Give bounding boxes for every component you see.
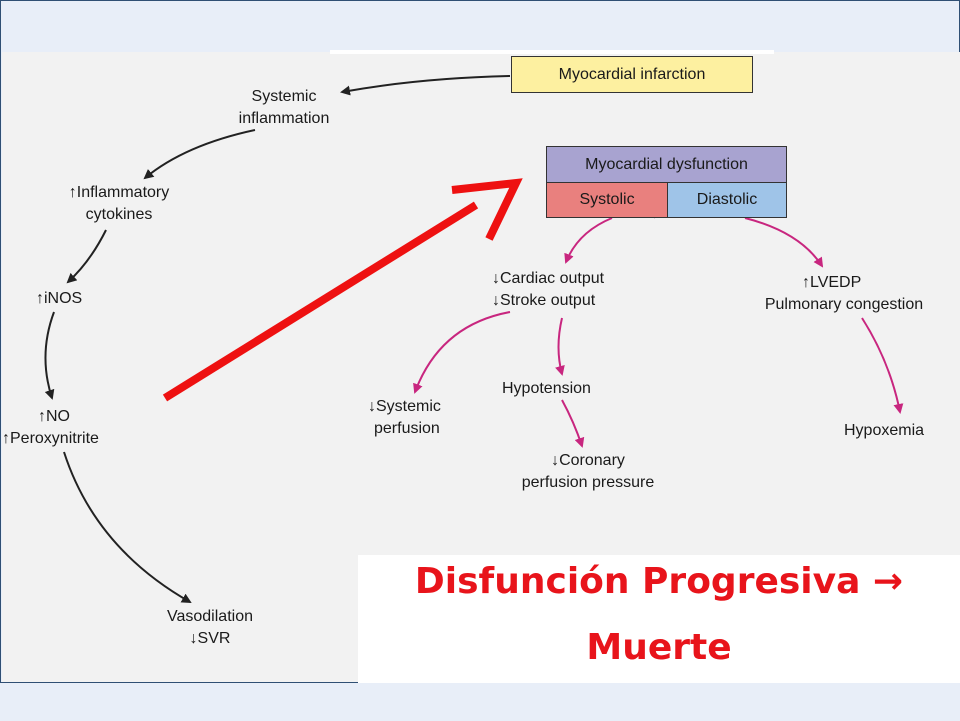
coronary-perfusion-label: ↓Coronary perfusion pressure	[521, 452, 655, 491]
arrow-systolic-to-cardiac	[564, 217, 613, 264]
cardiac-stroke-output-label: ↓Cardiac output ↓Stroke output	[492, 270, 605, 309]
top-white-strip	[330, 50, 774, 54]
vasodilation-svr-label: Vasodilation ↓SVR	[167, 608, 253, 647]
myocardial-dysfunction-box: Myocardial dysfunction	[546, 146, 787, 183]
arrow-cardiac-to-systemic	[413, 311, 511, 394]
caption-line-2: Muerte	[586, 627, 732, 668]
arrow-cytokines-to-inos	[66, 229, 107, 284]
red-arrow-shaft	[162, 201, 479, 402]
arrow-diastolic-to-lvedp	[744, 217, 824, 268]
arrow-cardiac-to-hypotension	[555, 317, 565, 376]
hypotension-label: Hypotension	[502, 380, 591, 397]
systolic-box: Systolic	[546, 182, 668, 218]
bottom-strip	[0, 682, 960, 721]
inos-label: ↑iNOS	[36, 290, 83, 307]
arrow-inos-to-no	[44, 311, 55, 400]
systemic-inflammation-label: Systemic inflammation	[238, 88, 330, 127]
caption-line-1: Disfunción Progresiva →	[358, 559, 960, 605]
myocardial-infarction-box: Myocardial infarction	[511, 56, 753, 93]
arrow-infarction-to-inflammation	[340, 75, 511, 96]
caption-text-1: Disfunción Progresiva	[414, 561, 873, 602]
systemic-perfusion-label: ↓Systemic perfusion	[368, 398, 441, 437]
hypoxemia-label: Hypoxemia	[844, 422, 925, 439]
arrow-hypotension-to-coronary	[561, 399, 585, 448]
caption-arrow-icon: →	[872, 561, 904, 602]
red-arrow-head	[451, 178, 523, 241]
inflammatory-cytokines-label: ↑Inflammatory cytokines	[68, 184, 170, 223]
arrow-inflammation-to-cytokines	[143, 129, 256, 180]
diastolic-box: Diastolic	[667, 182, 787, 218]
arrow-no-to-vasodilation	[63, 451, 192, 603]
lvedp-pulmonary-label: ↑LVEDP Pulmonary congestion	[764, 274, 924, 313]
caption-box	[358, 555, 960, 683]
arrow-lvedp-to-hypoxemia	[861, 317, 904, 414]
no-peroxynitrite-label: ↑NO ↑Peroxynitrite	[2, 408, 99, 447]
